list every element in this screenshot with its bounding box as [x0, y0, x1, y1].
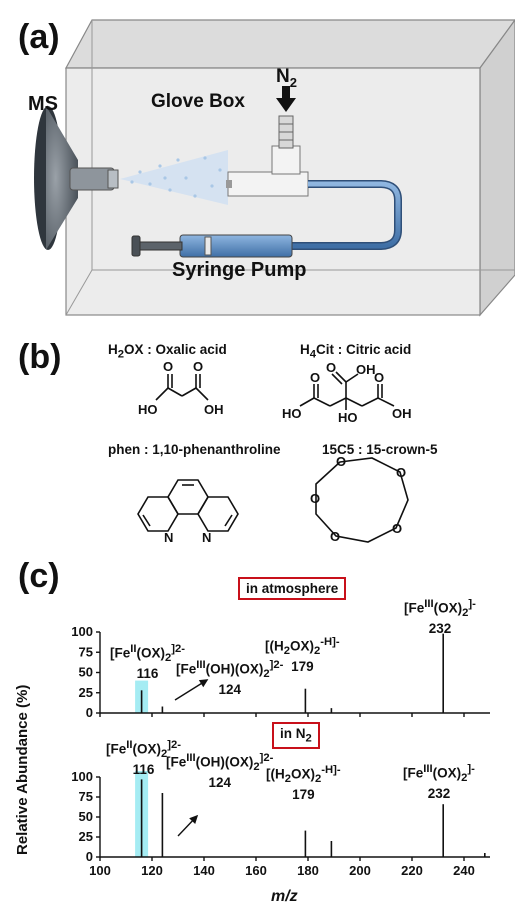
- y-tick-label: 25: [79, 685, 93, 700]
- y-tick-label: 75: [79, 789, 93, 804]
- y-tick-label: 25: [79, 829, 93, 844]
- oxalic-acid-structure: [155, 374, 209, 401]
- x-tick-label: 140: [193, 863, 215, 878]
- x-tick-label: 240: [453, 863, 475, 878]
- tee-fitting: [226, 115, 309, 197]
- citric-acid-structure: [299, 371, 395, 410]
- atom-oh: OH: [204, 402, 224, 417]
- atom-o: O: [374, 370, 384, 385]
- phenanthroline-structure: [137, 479, 239, 532]
- peak-label-124-bottom: [FeIII(OH)(OX)2]2-124: [166, 752, 274, 791]
- condition-atmosphere: in atmosphere: [238, 577, 347, 600]
- atom-oh: OH: [356, 362, 376, 377]
- y-tick-label: 0: [86, 705, 93, 720]
- atom-o: O: [193, 360, 203, 374]
- electrospray-plume: [120, 150, 228, 205]
- atom-o: O: [310, 491, 320, 506]
- peak-label-232-top: [FeIII(OX)2]-232: [404, 598, 476, 637]
- atom-o: O: [326, 360, 336, 375]
- condition-n2: in N2: [272, 722, 320, 749]
- atom-o: O: [163, 360, 173, 374]
- structures: O O HO OH OH O O O HO OH HO N N O O O O …: [137, 360, 412, 545]
- peak-label-179-top: [(H2OX)2-H]-179: [265, 636, 340, 675]
- peak-label-124-top: [FeIII(OH)(OX)2]2-124: [176, 659, 284, 698]
- y-tick-label: 100: [71, 769, 93, 784]
- x-tick-label: 160: [245, 863, 267, 878]
- crown-ether-structure: [315, 457, 409, 543]
- syringe-pump-label: Syringe Pump: [172, 259, 307, 281]
- panel-label-b: (b): [18, 338, 62, 376]
- phen-title: phen : 1,10-phenanthroline: [108, 442, 281, 457]
- syringe: [131, 234, 293, 258]
- atom-o: O: [330, 529, 340, 544]
- citric-acid-title: H4Cit : Citric acid: [300, 342, 412, 361]
- atom-ho: HO: [138, 402, 158, 417]
- panel-label-a: (a): [18, 18, 60, 56]
- x-axis-label: m/z: [271, 888, 298, 905]
- y-tick-label: 75: [79, 644, 93, 659]
- x-tick-label: 100: [89, 863, 111, 878]
- y-tick-label: 50: [79, 809, 93, 824]
- glovebox-illustration: [34, 18, 515, 317]
- ms-inlet-cone: [34, 106, 119, 250]
- atom-ho: HO: [338, 410, 358, 425]
- peak-label-116-bottom: [FeII(OX)2]2-116: [106, 739, 182, 778]
- atom-ho: HO: [282, 406, 302, 421]
- x-tick-label: 200: [349, 863, 371, 878]
- oxalic-acid-title: H2OX : Oxalic acid: [108, 342, 227, 361]
- atom-o: O: [310, 370, 320, 385]
- annotation-arrowhead: [189, 814, 199, 824]
- n2-label: N2: [276, 66, 297, 90]
- atom-o: O: [336, 454, 346, 469]
- annotation-arrowhead: [198, 679, 209, 688]
- x-tick-label: 120: [141, 863, 163, 878]
- n2-inlet-arrow: [276, 86, 296, 112]
- atom-n: N: [164, 530, 173, 545]
- atom-n: N: [202, 530, 211, 545]
- atom-o: O: [392, 521, 402, 536]
- peak-label-179-bottom: [(H2OX)2-H]-179: [266, 764, 341, 803]
- glovebox-label: Glove Box: [151, 91, 245, 112]
- peak-label-232-bottom: [FeIII(OX)2]-232: [403, 763, 475, 802]
- x-tick-label: 180: [297, 863, 319, 878]
- atom-oh: OH: [392, 406, 412, 421]
- y-tick-label: 50: [79, 665, 93, 680]
- x-tick-label: 220: [401, 863, 423, 878]
- y-axis-label: Relative Abundance (%): [14, 684, 31, 855]
- crown-title: 15C5 : 15-crown-5: [322, 442, 438, 457]
- peak-label-116-top: [FeII(OX)2]2-116: [110, 643, 186, 682]
- y-tick-label: 100: [71, 624, 93, 639]
- atom-o: O: [396, 465, 406, 480]
- y-tick-label: 0: [86, 849, 93, 864]
- ms-label: MS: [28, 93, 58, 115]
- panel-label-c: (c): [18, 557, 60, 595]
